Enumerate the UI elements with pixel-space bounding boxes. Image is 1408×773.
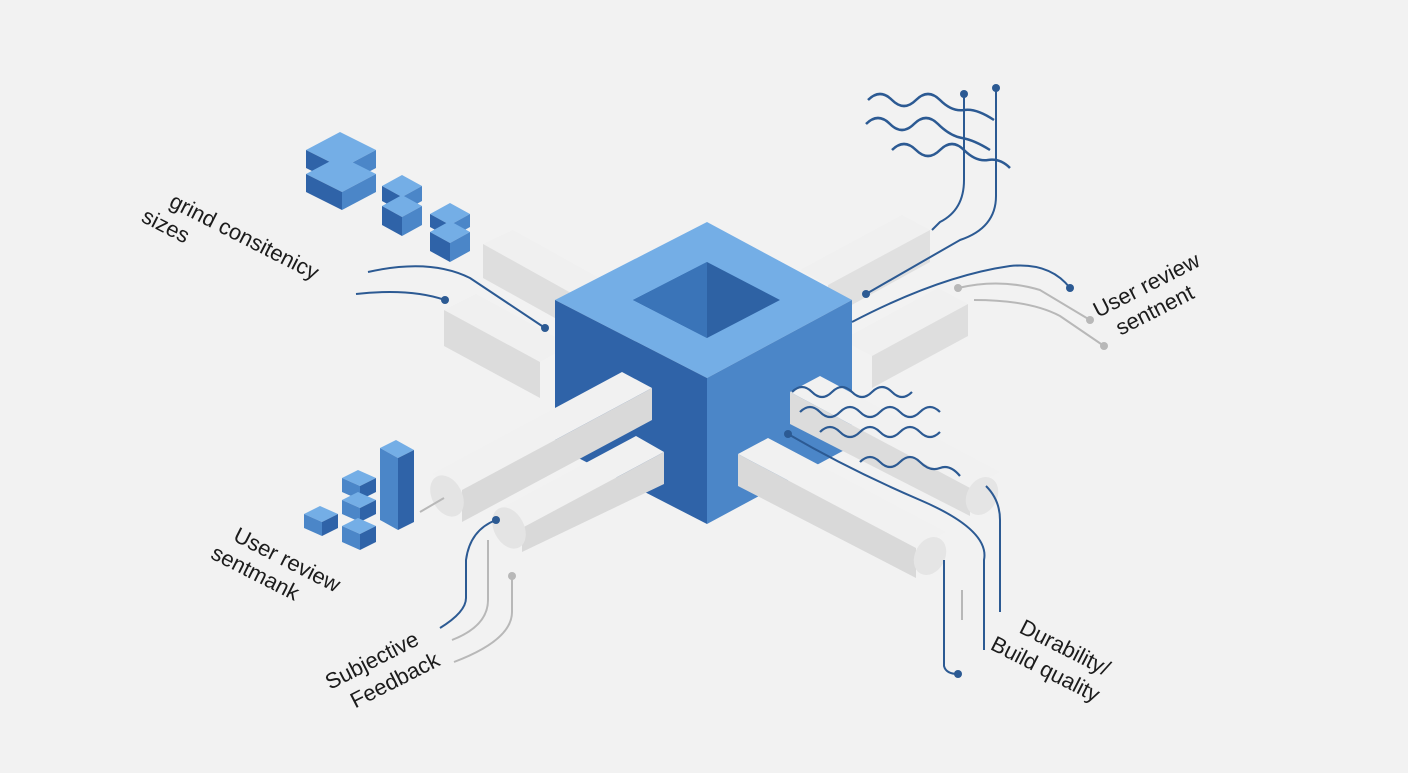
beam-mid-left — [444, 294, 570, 398]
beam-mid-right — [842, 288, 968, 388]
wave-lines-icon — [865, 92, 1011, 169]
beam-front-right-upper — [790, 376, 1000, 516]
svg-text:grind consitenicy: grind consitenicy — [166, 188, 323, 285]
bar-blocks-icon — [304, 440, 414, 550]
label-durability-build-quality: Durability/ Build quality — [987, 614, 1115, 707]
stacked-blocks-icon — [306, 132, 470, 262]
wave-lines-icon — [791, 385, 961, 477]
connector-lines-gray — [419, 282, 1105, 663]
beam-front-right-lower — [738, 438, 947, 578]
connector-lines-dark — [355, 90, 1071, 675]
beam-front-left-long — [430, 372, 652, 522]
connector-dots — [441, 84, 1074, 678]
beam-front-left-short — [492, 436, 664, 552]
label-subjective-feedback: Subjective Feedback — [321, 626, 445, 713]
beam-back-right — [800, 215, 930, 318]
label-grind-consistency: grind consitenicy sizes — [138, 188, 323, 285]
label-user-review-right: User review sentnent — [1089, 247, 1204, 340]
